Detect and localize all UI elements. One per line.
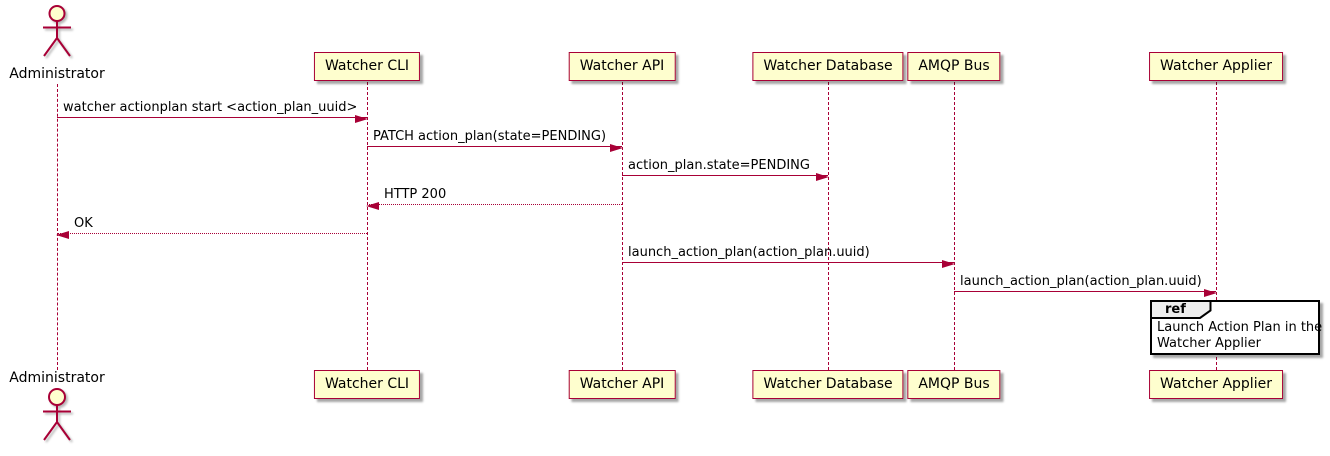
- message-label: HTTP 200: [384, 187, 447, 202]
- arrow-left-icon: [366, 201, 379, 210]
- lifeline-administrator: [57, 84, 58, 370]
- ref-fragment: ref Launch Action Plan in the Watcher Ap…: [1150, 300, 1322, 355]
- lifeline-watcher-applier: [1216, 82, 1217, 370]
- message-state-pending: action_plan.state=PENDING: [622, 158, 829, 181]
- message-start-actionplan: watcher actionplan start <action_plan_uu…: [57, 100, 368, 123]
- participant-watcher-applier-top: Watcher Applier: [1149, 52, 1283, 81]
- actor-icon: [43, 5, 71, 57]
- lifeline-watcher-database: [828, 82, 829, 370]
- message-label: watcher actionplan start <action_plan_uu…: [63, 100, 358, 115]
- message-label: action_plan.state=PENDING: [628, 158, 810, 173]
- lifeline-watcher-cli: [367, 82, 368, 370]
- message-label: launch_action_plan(action_plan.uuid): [960, 274, 1202, 289]
- participant-watcher-database-bottom: Watcher Database: [752, 370, 904, 399]
- arrow-right-icon: [942, 259, 955, 268]
- actor-label: Administrator: [9, 370, 105, 386]
- arrow-right-icon: [816, 172, 829, 181]
- ref-text: Launch Action Plan in the Watcher Applie…: [1157, 320, 1322, 352]
- lifeline-amqp-bus: [954, 82, 955, 370]
- arrow-right-icon: [355, 114, 368, 123]
- participant-amqp-bus-bottom: AMQP Bus: [907, 370, 1001, 399]
- actor-administrator-bottom: Administrator: [0, 370, 117, 450]
- message-label: launch_action_plan(action_plan.uuid): [628, 245, 870, 260]
- message-launch-action-plan-applier: launch_action_plan(action_plan.uuid): [954, 274, 1217, 297]
- participant-watcher-cli-top: Watcher CLI: [313, 52, 421, 81]
- arrow-left-icon: [56, 230, 69, 239]
- ref-tab-icon: [1150, 300, 1212, 319]
- message-patch-action-plan: PATCH action_plan(state=PENDING): [367, 129, 623, 152]
- participant-watcher-api-top: Watcher API: [568, 52, 676, 81]
- ref-text-line1: Launch Action Plan in the: [1157, 320, 1323, 335]
- arrow-right-icon: [1204, 288, 1217, 297]
- participant-watcher-applier-bottom: Watcher Applier: [1149, 370, 1283, 399]
- actor-icon: [43, 388, 71, 441]
- participant-watcher-cli-bottom: Watcher CLI: [313, 370, 421, 399]
- ref-keyword: ref: [1165, 302, 1186, 317]
- message-http-200: HTTP 200: [366, 187, 622, 210]
- message-ok: OK: [56, 216, 367, 239]
- message-launch-action-plan-amqp: launch_action_plan(action_plan.uuid): [622, 245, 955, 268]
- actor-administrator-top: Administrator: [0, 4, 117, 82]
- message-label: PATCH action_plan(state=PENDING): [373, 129, 607, 144]
- arrow-right-icon: [610, 143, 623, 152]
- participant-watcher-database-top: Watcher Database: [752, 52, 904, 81]
- participant-watcher-api-bottom: Watcher API: [568, 370, 676, 399]
- message-label: OK: [74, 216, 93, 231]
- participant-amqp-bus-top: AMQP Bus: [907, 52, 1001, 81]
- ref-text-line2: Watcher Applier: [1157, 336, 1261, 351]
- actor-label: Administrator: [9, 66, 105, 82]
- lifeline-watcher-api: [622, 82, 623, 370]
